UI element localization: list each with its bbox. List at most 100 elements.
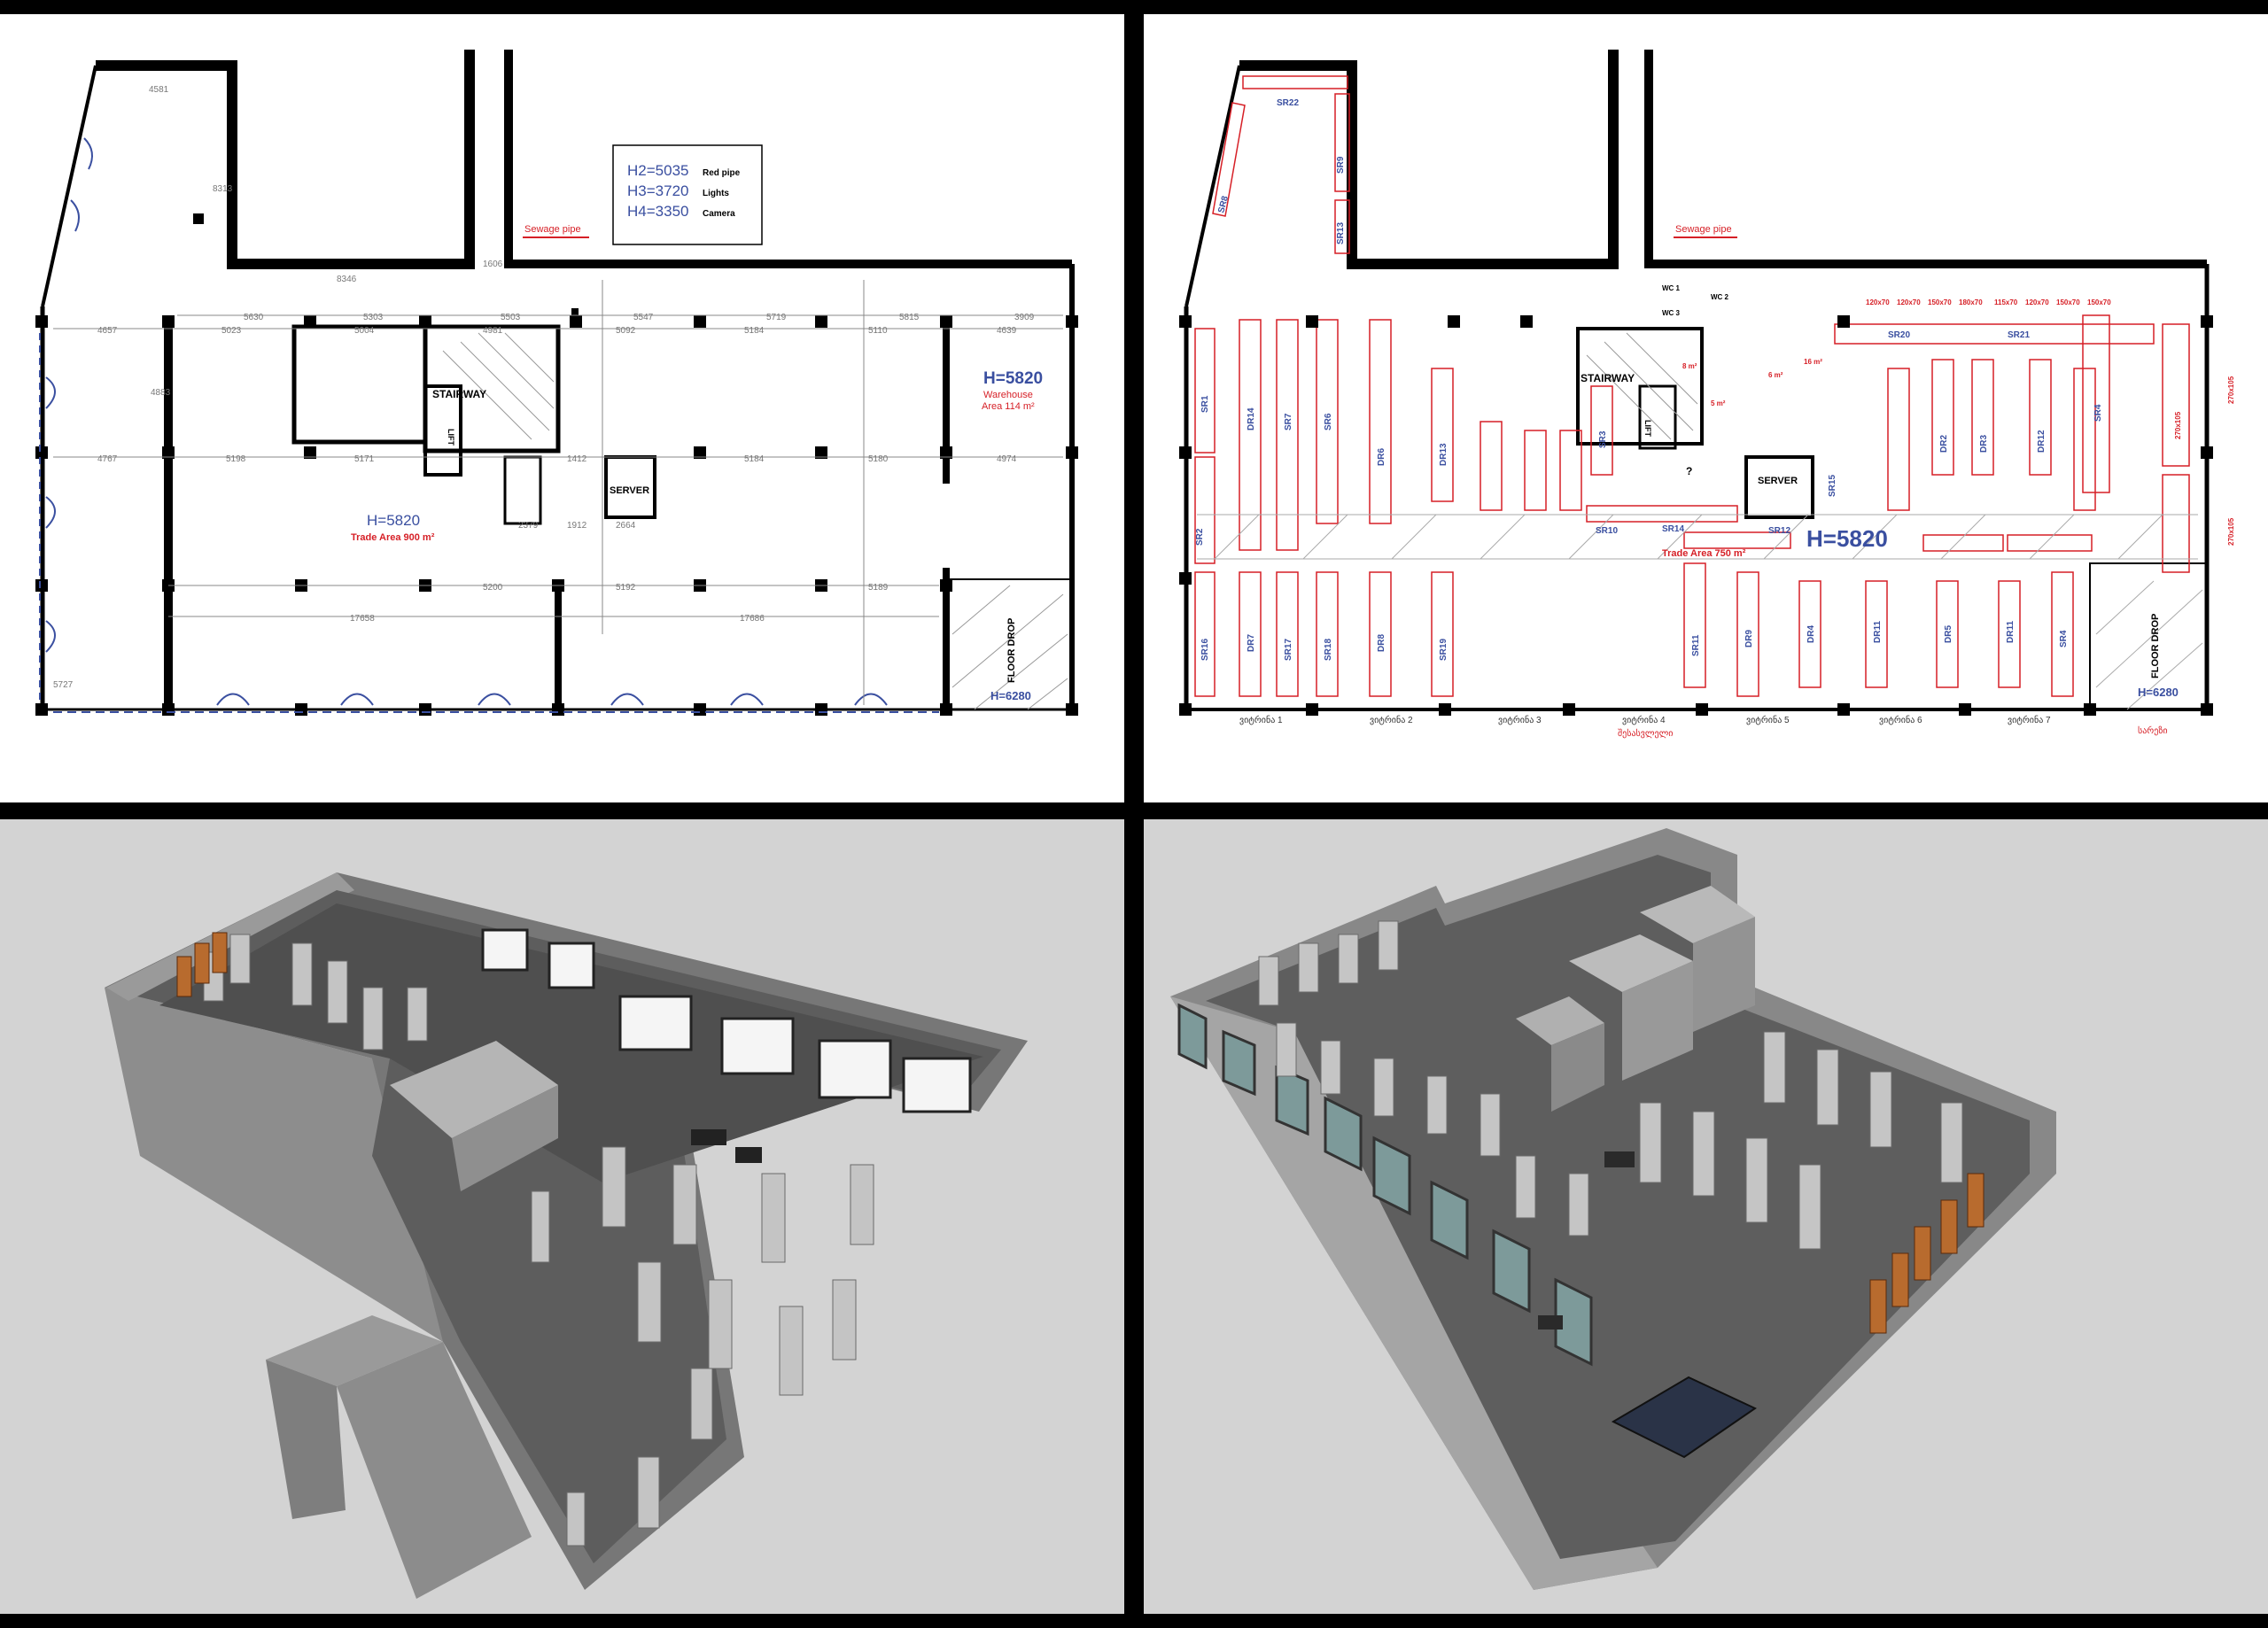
shelf-label: SR4 bbox=[2059, 630, 2069, 647]
dim-label: 5547 bbox=[633, 313, 654, 322]
warehouse-name: Warehouse bbox=[983, 390, 1033, 400]
shelf-label: DR12 bbox=[2037, 430, 2047, 453]
shelf-label: SR3 bbox=[1598, 430, 1608, 448]
dim-label: 5192 bbox=[616, 583, 636, 593]
shelf-label: SR9 bbox=[1336, 156, 1346, 174]
entrance-label: შესასვლელი bbox=[1618, 728, 1673, 739]
pallet-racks bbox=[1869, 1173, 1984, 1334]
shelf-label: SR16 bbox=[1200, 639, 1210, 661]
aisle-label: ვიტრინა 6 bbox=[1879, 715, 1922, 725]
dim-label: 4581 bbox=[149, 85, 169, 95]
legend-box bbox=[612, 144, 763, 245]
shelf-label: SR6 bbox=[1324, 413, 1333, 430]
shelf-label: SR20 bbox=[1888, 330, 1910, 340]
floor-drop-label: FLOOR DROP bbox=[2150, 614, 2161, 678]
sewage-label: Sewage pipe bbox=[1675, 224, 1732, 235]
render-right-panel bbox=[1144, 819, 2268, 1614]
room-area-label: 8 m² bbox=[1682, 362, 1697, 370]
shelf-label: SR13 bbox=[1336, 222, 1346, 244]
floor-plan-empty-svg: 4657 5023 5004 4981 5092 5184 5110 4639 … bbox=[35, 50, 1078, 716]
shelf-label: SR12 bbox=[1768, 526, 1790, 536]
aisle-label: ვიტრინა 7 bbox=[2008, 715, 2051, 725]
shelf-label: DR13 bbox=[1439, 443, 1449, 466]
wc-label: WC 1 bbox=[1662, 284, 1681, 292]
dim-label: 5023 bbox=[221, 326, 242, 336]
lift-label: LIFT bbox=[1643, 420, 1652, 437]
dim-label: 5110 bbox=[868, 326, 888, 336]
unknown-room-label: ? bbox=[1686, 465, 1692, 477]
legend-value: Camera bbox=[703, 209, 735, 219]
room-labels: STAIRWAY LIFT SERVER Sewage pipe H=5820 … bbox=[351, 224, 1043, 702]
dim-label: 5200 bbox=[483, 583, 503, 593]
shelf-label: SR1 bbox=[1200, 395, 1210, 413]
trade-height: H=5820 bbox=[1806, 525, 1888, 552]
sewage-label: Sewage pipe bbox=[524, 224, 581, 235]
dim-label: 5092 bbox=[616, 326, 636, 336]
shelf-label: SR11 bbox=[1691, 634, 1701, 656]
shelf-label: SR17 bbox=[1284, 639, 1293, 661]
size-label: 120x70 bbox=[1866, 298, 1890, 306]
dim-label: 1912 bbox=[567, 521, 587, 531]
floor-plan-furnished-panel: SR22 SR8 SR13 SR9 SR1 DR14 SR7 SR6 DR6 D… bbox=[1144, 14, 2268, 802]
server-label: SERVER bbox=[1758, 476, 1798, 486]
dim-label: 5727 bbox=[53, 680, 74, 690]
legend-key: H3=3720 bbox=[627, 182, 688, 199]
dim-label: 2664 bbox=[616, 521, 636, 531]
size-label: 150x70 bbox=[2056, 298, 2080, 306]
server-label: SERVER bbox=[610, 485, 649, 496]
columns bbox=[35, 213, 1078, 716]
stairway-label: STAIRWAY bbox=[432, 388, 486, 400]
dim-label: 1412 bbox=[567, 454, 587, 464]
stairway-label: STAIRWAY bbox=[1581, 372, 1635, 384]
dim-label: 5815 bbox=[899, 313, 920, 322]
dim-label: 4981 bbox=[483, 326, 503, 336]
shelf-label: DR5 bbox=[1944, 625, 1953, 643]
legend-value: Red pipe bbox=[703, 168, 741, 178]
trade-area: Trade Area 900 m² bbox=[351, 532, 435, 543]
shelf-label: DR11 bbox=[2006, 621, 2016, 643]
lift-label: LIFT bbox=[447, 429, 455, 446]
warehouse-height: H=5820 bbox=[983, 369, 1043, 388]
shelf-label: SR7 bbox=[1284, 413, 1293, 430]
dim-label: 5198 bbox=[226, 454, 246, 464]
windows bbox=[481, 928, 972, 1113]
dim-label: 4767 bbox=[97, 454, 118, 464]
aisle-label: ვიტრინა 5 bbox=[1746, 715, 1790, 725]
aisle-label: ვიტრინა 1 bbox=[1239, 715, 1283, 725]
angled-shelves bbox=[1212, 75, 1350, 254]
size-label: 150x70 bbox=[1928, 298, 1952, 306]
legend-value: Lights bbox=[703, 189, 729, 198]
dim-label: 17686 bbox=[740, 614, 765, 624]
dim-label: 8346 bbox=[337, 275, 357, 284]
dim-label: 3909 bbox=[1014, 313, 1035, 322]
dim-label: 5503 bbox=[501, 313, 521, 322]
shelf-label: SR19 bbox=[1439, 639, 1449, 661]
room-labels: STAIRWAY LIFT SERVER ? Sewage pipe WC 1 … bbox=[1581, 224, 2179, 699]
shelf-label: SR10 bbox=[1596, 526, 1618, 536]
window-marks bbox=[39, 137, 939, 713]
room-area-label: 5 m² bbox=[1711, 399, 1726, 407]
shelf-labels: SR22 SR8 SR13 SR9 SR1 DR14 SR7 SR6 DR6 D… bbox=[1195, 98, 2103, 661]
floor-plan-empty-panel: 4657 5023 5004 4981 5092 5184 5110 4639 … bbox=[0, 14, 1124, 802]
trade-area: Trade Area 750 m² bbox=[1662, 548, 1746, 559]
dim-label: 5171 bbox=[354, 454, 375, 464]
stairway-hatch bbox=[442, 332, 555, 440]
aisle-labels: ვიტრინა 1 ვიტრინა 2 ვიტრინა 3 ვიტრინა 4 … bbox=[1239, 715, 2168, 739]
aisle-label: ვიტრინა 4 bbox=[1622, 715, 1666, 725]
shelving-units bbox=[1258, 920, 1963, 1250]
dim-label: 17658 bbox=[350, 614, 375, 624]
floor-drop-hatch bbox=[951, 585, 1068, 710]
dim-label: 5630 bbox=[244, 313, 264, 322]
exit-label: სარეზი bbox=[2138, 725, 2168, 736]
dim-label: 4639 bbox=[997, 326, 1017, 336]
dim-label: 1606 bbox=[483, 260, 503, 269]
render-left-panel bbox=[0, 819, 1124, 1614]
dim-label: 4883 bbox=[151, 388, 171, 398]
walls bbox=[40, 50, 1075, 711]
render-right-svg bbox=[1170, 828, 2056, 1590]
floor-drop-height: H=6280 bbox=[990, 689, 1031, 702]
shelf-label: SR22 bbox=[1277, 98, 1299, 108]
size-label: 115x70 bbox=[1994, 298, 2018, 306]
dim-label: 5184 bbox=[744, 454, 765, 464]
